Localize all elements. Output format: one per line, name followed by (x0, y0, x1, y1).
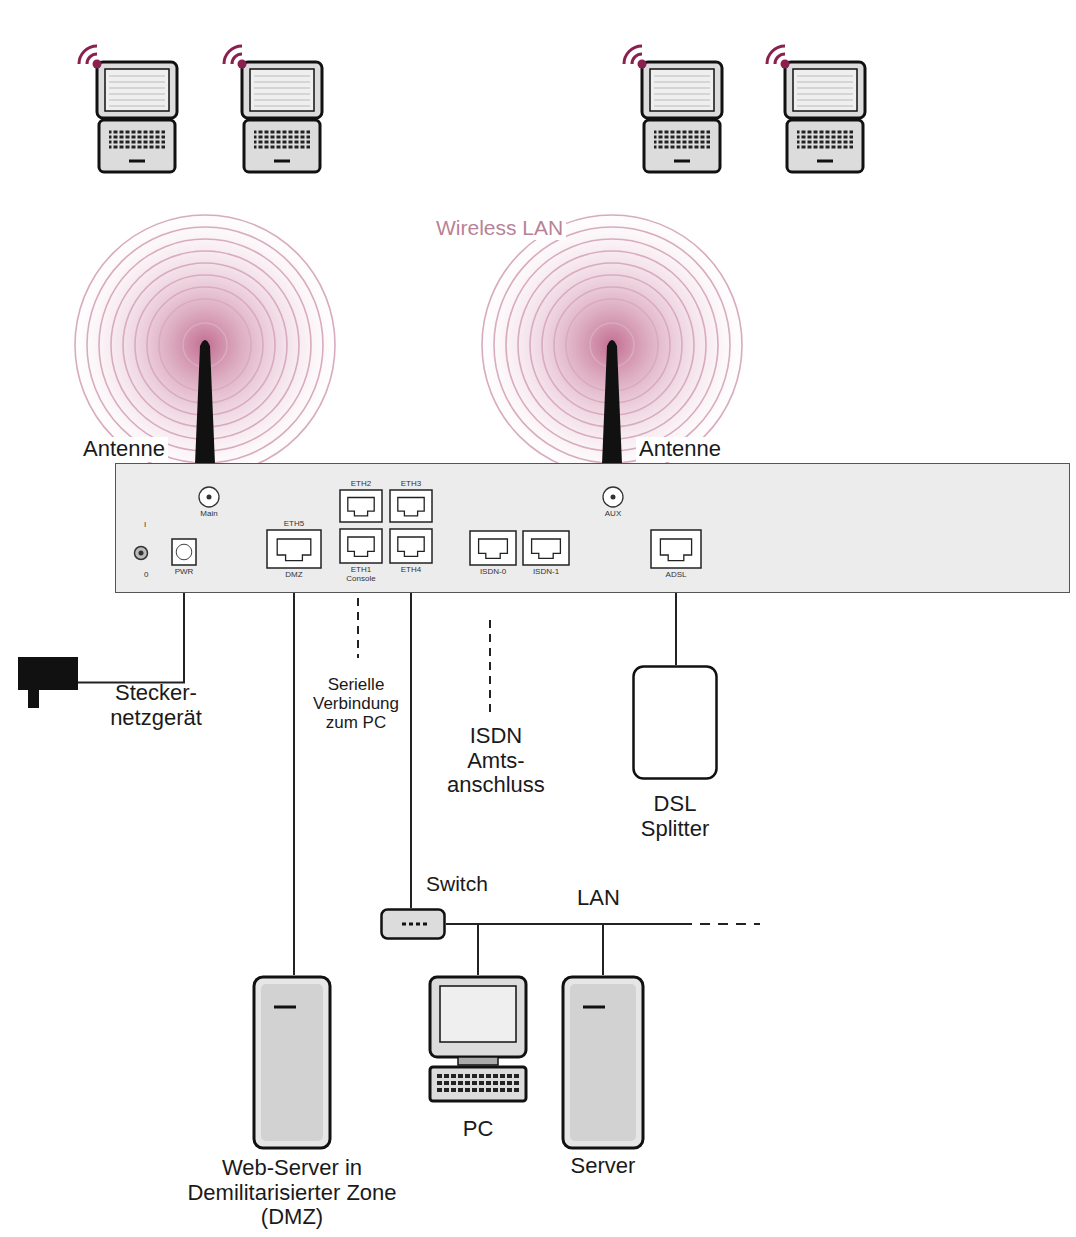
switch-icon (380, 908, 446, 940)
port-label: PWR (175, 567, 194, 576)
port-label: ETH4 (401, 565, 421, 574)
jack (339, 528, 383, 564)
antenna-port: Main (198, 485, 220, 518)
power-port: PWR (171, 537, 197, 576)
port-label: ISDN-1 (533, 567, 559, 576)
port-label: ETH5 (284, 519, 304, 528)
callout-label: Wireless LAN (433, 216, 566, 240)
jack (389, 489, 433, 523)
cable (446, 924, 478, 975)
adsl-port: ADSL (650, 528, 702, 579)
device-label: Server (548, 1154, 658, 1179)
ethernet-port: ETH5DMZ (266, 519, 322, 579)
lan-line-dashed (700, 923, 760, 925)
device-label: Stecker- netzgerät (96, 681, 216, 730)
server-icon (252, 975, 332, 1150)
jack (389, 528, 433, 564)
serial-line (357, 598, 359, 658)
router-housing: I0MainPWRETH5DMZETH2ETH3ETH1ConsoleETH4I… (115, 463, 1070, 593)
jack (171, 538, 197, 566)
web-server: Web-Server in Demilitarisierter Zone (DM… (172, 975, 412, 1230)
lan-line (603, 923, 692, 925)
jack (266, 529, 322, 569)
device-label: Switch (426, 872, 488, 896)
port-label: DMZ (285, 570, 302, 579)
isdn-port: ISDN-1 (522, 529, 570, 576)
port-label: ETH1 (351, 565, 371, 574)
jack (469, 530, 517, 566)
jack (339, 489, 383, 523)
power-plug: Stecker- netzgerät (18, 657, 78, 708)
port-label: ETH3 (401, 479, 421, 488)
ethernet-port: ETH4 (389, 527, 433, 574)
antenna (195, 340, 215, 464)
ethernet-port: ETH3 (389, 479, 433, 524)
box-icon (632, 665, 718, 780)
plug-icon (18, 657, 78, 708)
callout-label: Serielle Verbindung zum PC (296, 675, 416, 732)
port-label: ADSL (666, 570, 687, 579)
cable (446, 924, 603, 975)
jack (602, 486, 624, 508)
device-label: DSL Splitter (641, 792, 709, 841)
isdn-line (489, 620, 491, 716)
server: Server (548, 975, 658, 1179)
laptops (79, 46, 865, 172)
pc-icon (428, 975, 528, 1103)
port-label: Main (200, 509, 217, 518)
ethernet-port: ETH1Console (339, 527, 383, 583)
callout-label: LAN (577, 886, 620, 911)
jack (522, 530, 570, 566)
ethernet-port: ETH2 (339, 479, 383, 524)
callout-label: ISDN Amts- anschluss (447, 724, 545, 798)
jack (198, 486, 220, 508)
port-label: Console (346, 574, 375, 583)
port-label: ETH2 (351, 479, 371, 488)
switch-label: I (144, 521, 146, 530)
pc: PC (428, 975, 528, 1142)
port-label: AUX (605, 509, 621, 518)
jack (650, 529, 702, 569)
switch: Switch (380, 908, 446, 940)
power-switch (133, 545, 149, 565)
isdn-port: ISDN-0 (469, 529, 517, 576)
callout-label: Antenne (80, 437, 168, 462)
server-icon (561, 975, 645, 1150)
radio-waves (70, 210, 747, 480)
device-label: Web-Server in Demilitarisierter Zone (DM… (172, 1156, 412, 1230)
cable (410, 574, 412, 908)
callout-label: Antenne (636, 437, 724, 462)
antenna-port: AUX (602, 485, 624, 518)
antenna (602, 340, 622, 464)
cable (293, 579, 295, 975)
dsl-splitter: DSL Splitter (632, 665, 718, 780)
device-label: PC (448, 1117, 508, 1142)
switch-label: 0 (144, 571, 148, 580)
port-label: ISDN-0 (480, 567, 506, 576)
